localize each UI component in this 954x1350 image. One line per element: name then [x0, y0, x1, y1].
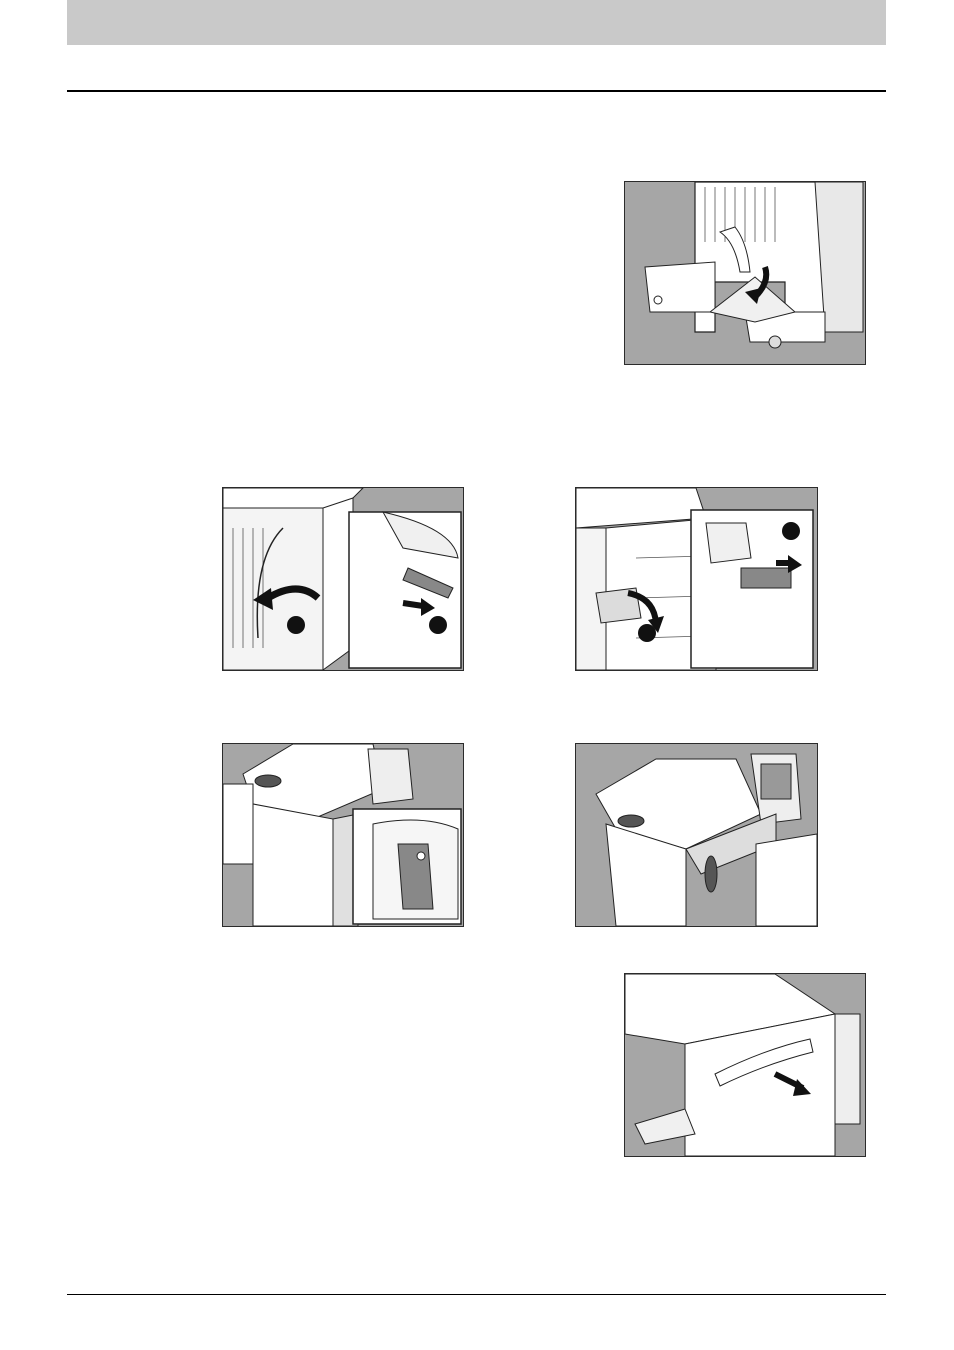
unit-drawer-illustration — [576, 488, 817, 670]
figure-bridge-cover — [575, 743, 818, 927]
header-band — [67, 0, 886, 45]
finisher-tray-illustration — [625, 182, 865, 364]
figure-unit-drawer — [575, 487, 818, 671]
figure-finisher-tray — [624, 181, 866, 365]
front-cover-illustration — [223, 488, 463, 670]
step-marker — [287, 616, 305, 634]
header-rule — [67, 90, 886, 92]
figure-bridge-lever — [222, 743, 464, 927]
step-marker — [782, 522, 800, 540]
step-marker — [638, 624, 656, 642]
bridge-lever-illustration — [223, 744, 463, 926]
remove-paper-illustration — [625, 974, 865, 1156]
bridge-cover-illustration — [576, 744, 817, 926]
figure-front-cover — [222, 487, 464, 671]
step-marker — [429, 616, 447, 634]
footer-rule — [67, 1294, 886, 1295]
figure-remove-paper — [624, 973, 866, 1157]
